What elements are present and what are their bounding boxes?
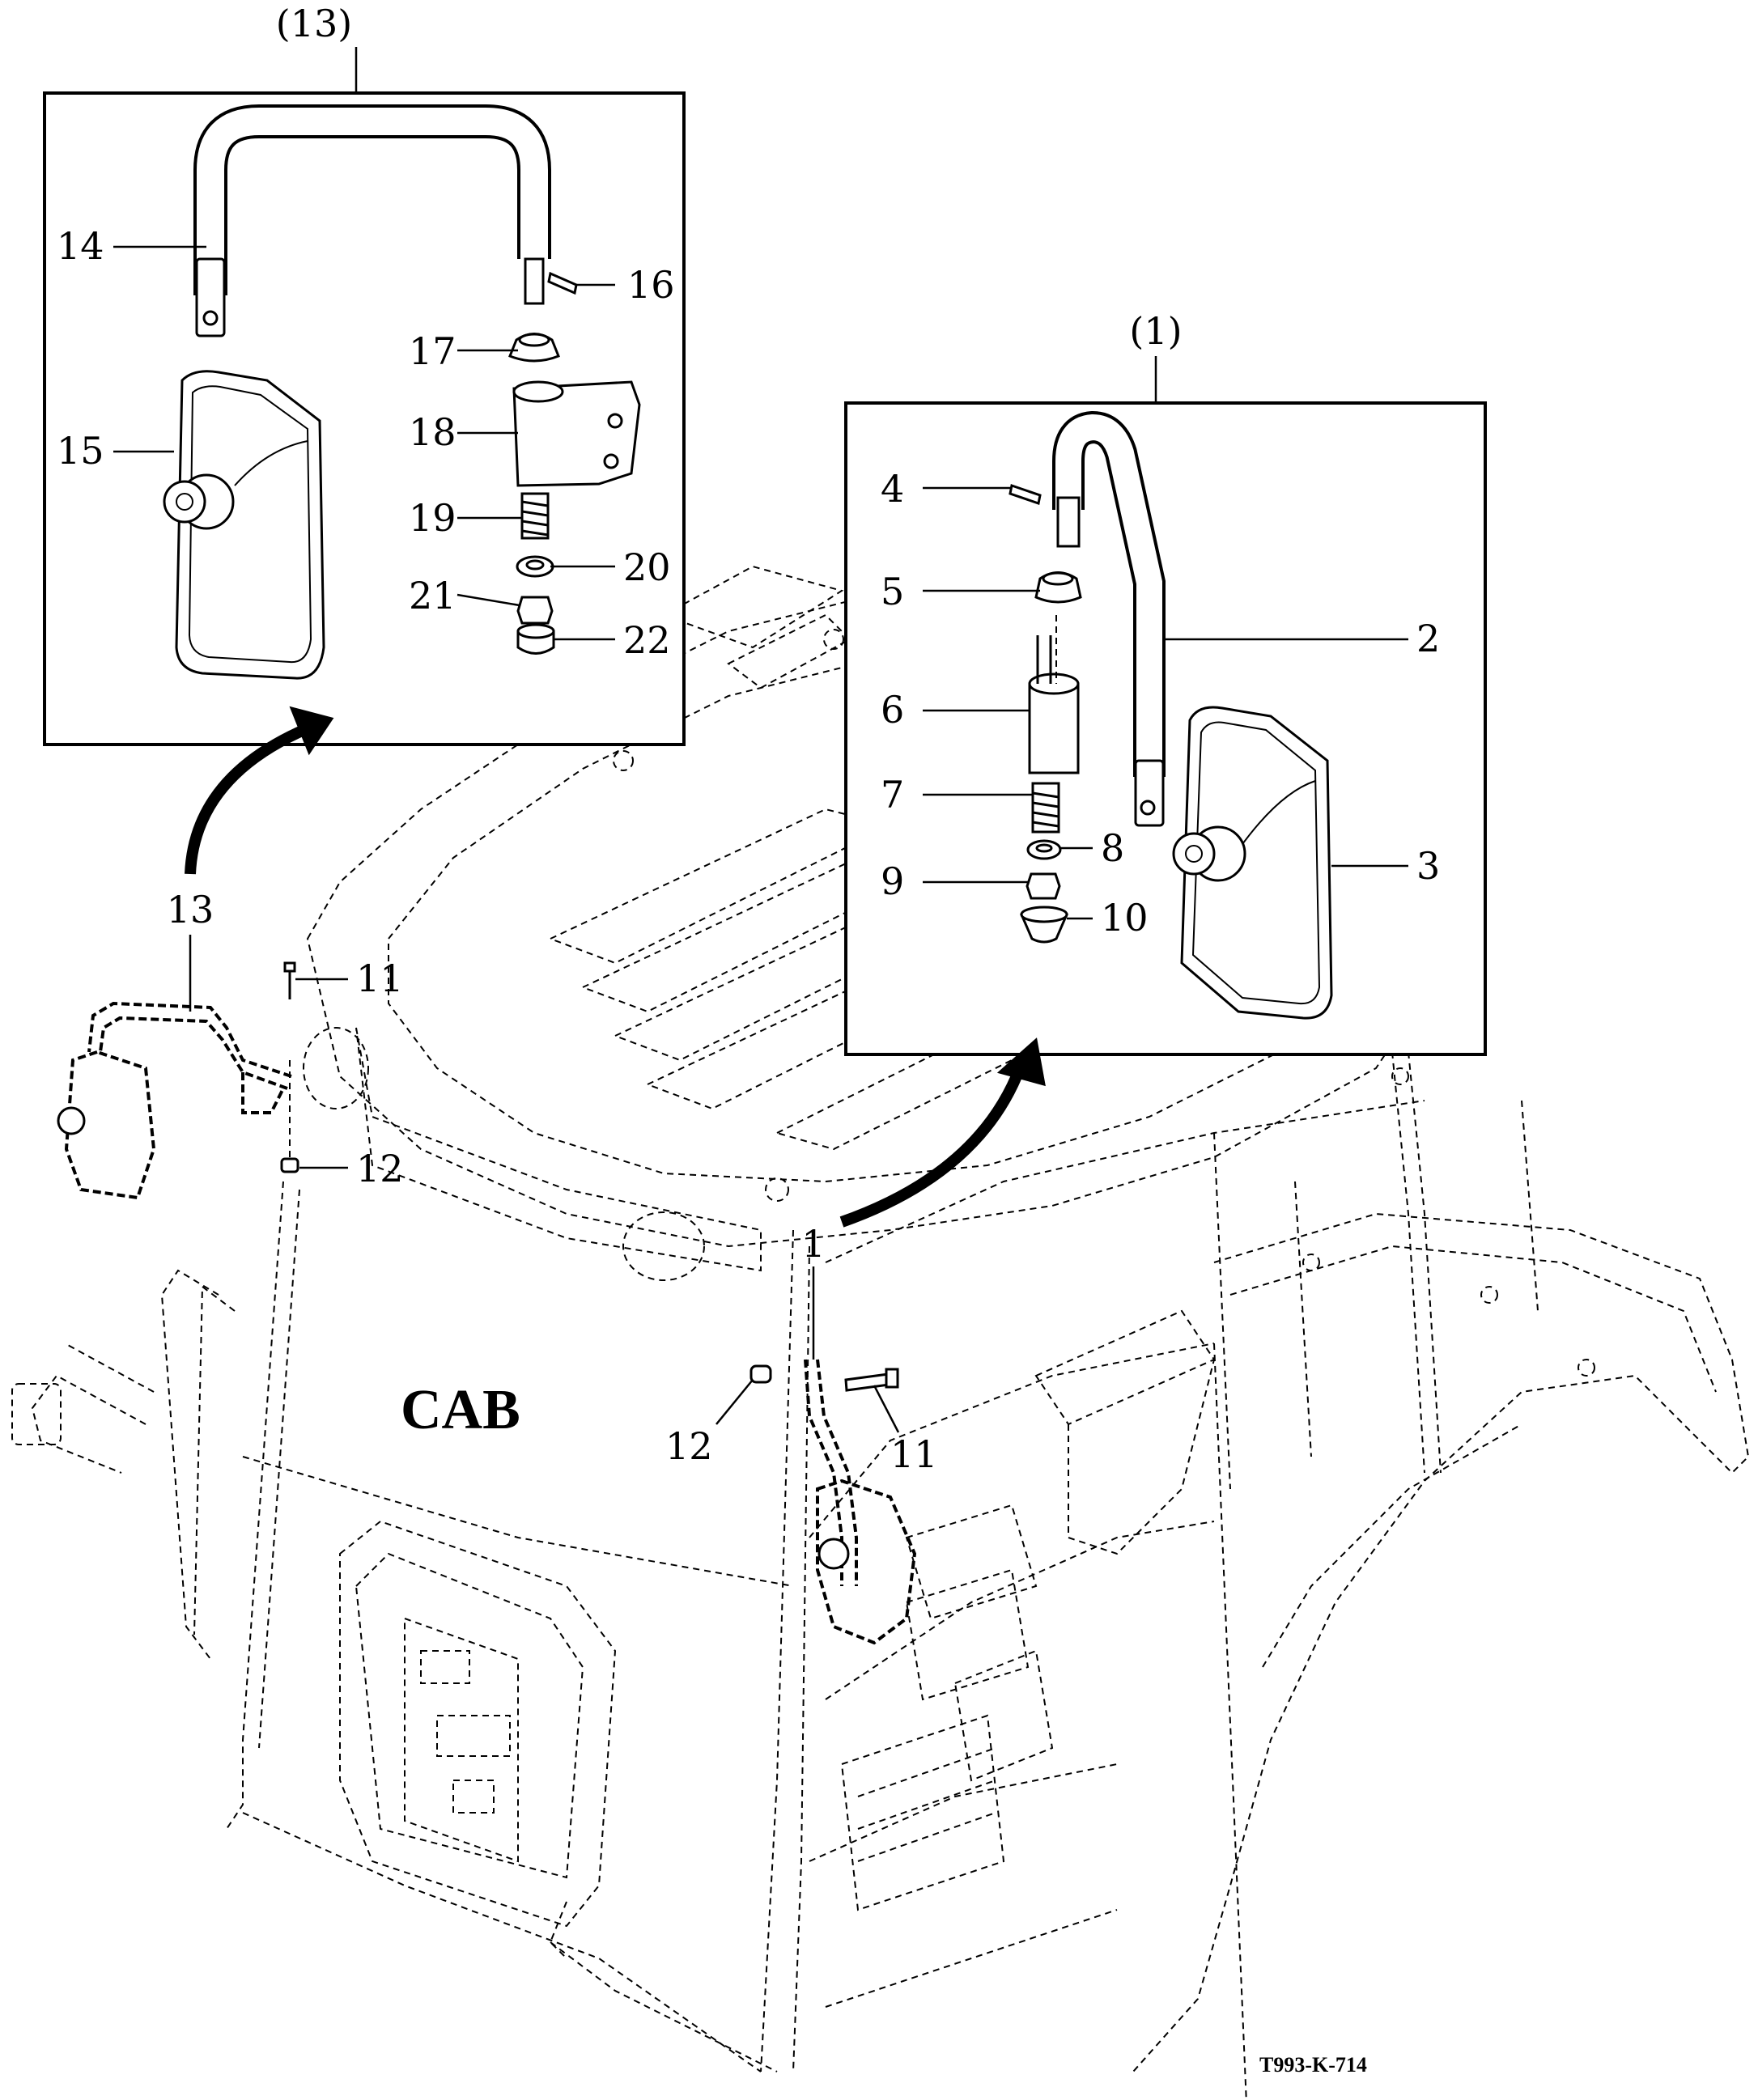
part-5-bushing	[1034, 571, 1082, 604]
callout-2: 2	[1416, 617, 1440, 660]
callout-8: 8	[1101, 826, 1124, 870]
callout-14: 14	[57, 224, 104, 268]
callout-19: 19	[409, 496, 456, 540]
part-7-spring	[1031, 782, 1060, 834]
callout-5: 5	[881, 570, 904, 613]
part-18-bracket	[512, 380, 641, 487]
part-6-sleeve	[1028, 615, 1080, 774]
part-17-bushing	[508, 333, 560, 363]
cab-bolt-11-top	[283, 961, 296, 999]
callout-4: 4	[881, 467, 904, 511]
cab-nut-12-top	[280, 1060, 299, 1173]
callout-12-bottom: 12	[665, 1424, 713, 1468]
callout-22: 22	[623, 618, 671, 662]
cab-body-outline	[11, 565, 1750, 2100]
figure-code: T993-K-714	[1259, 2053, 1367, 2077]
callout-13: 13	[167, 888, 214, 931]
part-14-mirror-arm	[193, 104, 551, 337]
callout-17: 17	[409, 329, 456, 373]
right-mirror-assembly-on-cab	[804, 1359, 917, 1645]
callout-18: 18	[409, 410, 456, 454]
part-4-pin	[1009, 484, 1042, 505]
callout-11-top: 11	[356, 957, 404, 1000]
callout-15: 15	[57, 429, 104, 473]
part-2-mirror-arm	[1052, 410, 1166, 827]
callout-7: 7	[881, 773, 904, 817]
part-16-pin	[547, 271, 578, 295]
part-22-cap	[516, 623, 555, 655]
inset-right: (1)	[844, 309, 1487, 1056]
part-19-spring	[520, 492, 550, 540]
callout-12-top: 12	[356, 1147, 404, 1190]
callout-20: 20	[623, 545, 671, 589]
cab-nut-12-bottom	[749, 1364, 772, 1384]
callout-9: 9	[881, 859, 904, 903]
callout-11-bottom: 11	[890, 1432, 938, 1476]
part-3-mirror	[1172, 706, 1333, 1020]
cab-label: CAB	[401, 1379, 520, 1441]
inset-left: (13)	[43, 2, 686, 746]
left-mirror-assembly-on-cab	[57, 1001, 292, 1200]
part-10-cap	[1020, 906, 1068, 944]
part-8-washer	[1026, 839, 1062, 860]
callout-1: 1	[801, 1222, 825, 1266]
callout-numbers: 14 15 16 17 18 19 20 21 22 4 5 6 7 8 9 1…	[57, 224, 1440, 1476]
inset-right-title: (1)	[1129, 309, 1182, 353]
part-20-washer	[516, 555, 554, 578]
arrow-to-right-inset	[839, 1037, 1046, 1228]
arrow-to-left-inset	[185, 706, 334, 875]
callout-21: 21	[409, 574, 456, 617]
callout-6: 6	[881, 688, 904, 732]
part-9-nut	[1026, 872, 1061, 900]
callout-10: 10	[1101, 896, 1149, 940]
callout-3: 3	[1416, 844, 1440, 888]
leader-lines	[113, 245, 1408, 1433]
part-21-nut	[516, 596, 554, 625]
part-15-mirror	[163, 370, 325, 680]
callout-16: 16	[627, 263, 675, 307]
cab-bolt-11-bottom	[844, 1368, 899, 1392]
inset-left-title: (13)	[276, 2, 352, 45]
